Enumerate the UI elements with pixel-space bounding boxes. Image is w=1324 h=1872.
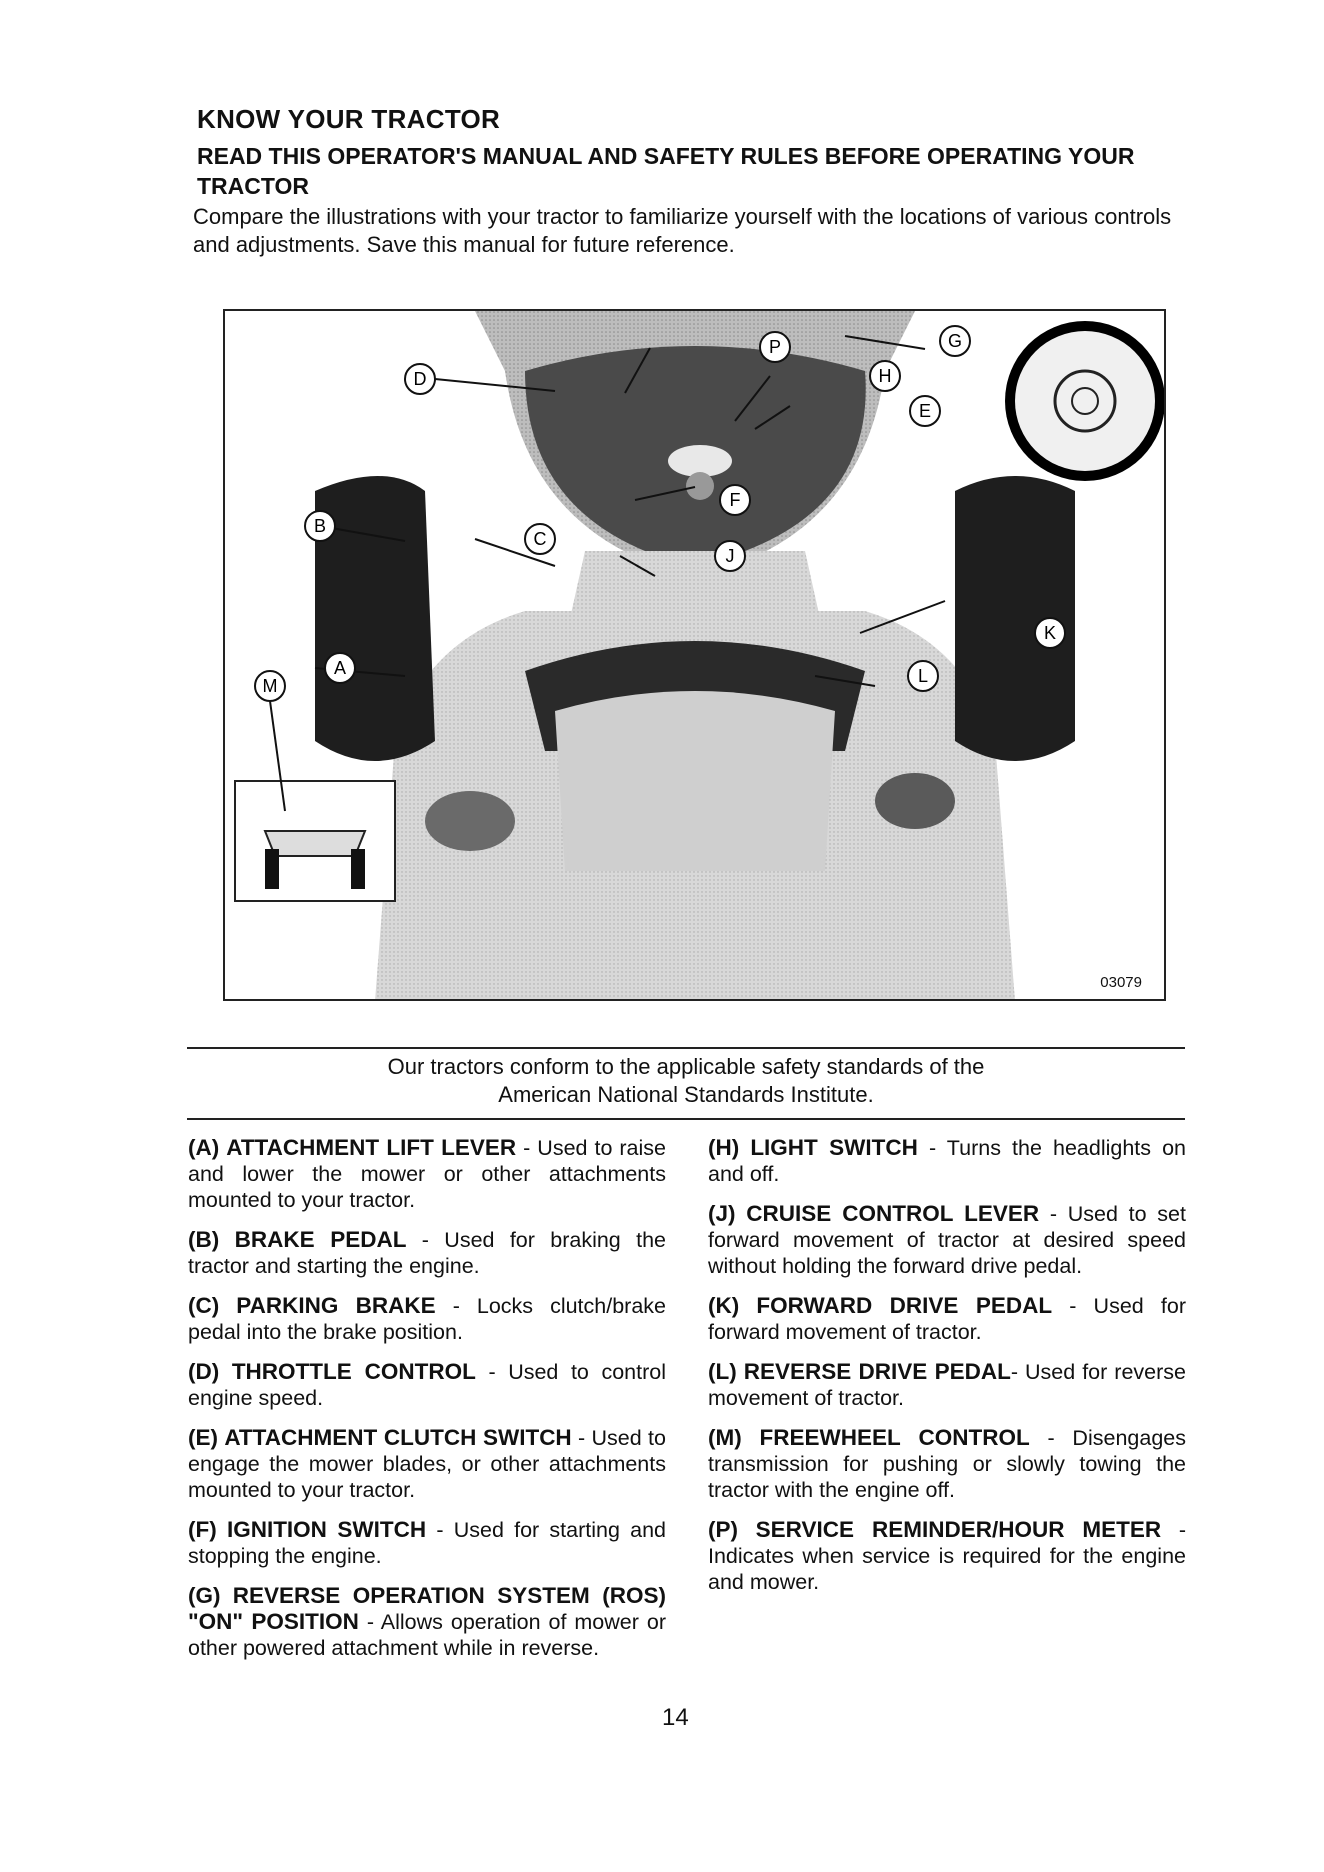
control-term: FORWARD DRIVE PEDAL xyxy=(756,1293,1053,1318)
callout-e: E xyxy=(909,395,941,427)
control-code: (P) xyxy=(708,1517,738,1542)
control-code: (K) xyxy=(708,1293,740,1318)
tractor-controls-illustration: D P G H E F B C J K A L M 03079 xyxy=(223,309,1166,1001)
control-code: (F) xyxy=(188,1517,217,1542)
svg-text:E: E xyxy=(919,401,931,421)
control-term: REVERSE OPERATION SYSTEM (ROS) "ON" POSI… xyxy=(188,1583,666,1634)
svg-text:L: L xyxy=(918,666,928,686)
control-code: (J) xyxy=(708,1201,736,1226)
control-description: (B) BRAKE PEDAL - Used for braking the t… xyxy=(188,1227,666,1279)
control-description: (P) SERVICE REMINDER/HOUR METER - Indica… xyxy=(708,1517,1186,1595)
standards-notice-line1: Our tractors conform to the applicable s… xyxy=(387,1054,985,1079)
callout-h: H xyxy=(869,360,901,392)
controls-list-left: (A) ATTACHMENT LIFT LEVER - Used to rais… xyxy=(188,1135,666,1675)
control-description: (G) REVERSE OPERATION SYSTEM (ROS) "ON" … xyxy=(188,1583,666,1661)
svg-text:A: A xyxy=(334,658,346,678)
callout-k: K xyxy=(1034,617,1066,649)
standards-notice: Our tractors conform to the applicable s… xyxy=(187,1053,1185,1109)
svg-text:F: F xyxy=(730,490,741,510)
control-desc: - Used for braking the tractor and start… xyxy=(188,1228,666,1278)
callout-l: L xyxy=(907,660,939,692)
callout-j: J xyxy=(714,540,746,572)
control-term: CRUISE CONTROL LEVER xyxy=(746,1201,1040,1226)
callout-f: F xyxy=(719,484,751,516)
svg-text:G: G xyxy=(948,331,962,351)
control-desc: - Disengages transmission for pushing or… xyxy=(708,1426,1186,1502)
control-term: BRAKE PEDAL xyxy=(234,1227,407,1252)
control-desc: - Turns the headlights on and off. xyxy=(708,1136,1186,1186)
control-desc: - Used for starting and stopping the eng… xyxy=(188,1518,666,1568)
control-desc: - Used to set forward movement of tracto… xyxy=(708,1202,1186,1278)
control-description: (A) ATTACHMENT LIFT LEVER - Used to rais… xyxy=(188,1135,666,1213)
divider-top xyxy=(187,1047,1185,1049)
control-term: FREEWHEEL CONTROL xyxy=(759,1425,1030,1450)
control-desc: - Used for forward movement of tractor. xyxy=(708,1294,1186,1344)
control-term: LIGHT SWITCH xyxy=(750,1135,918,1160)
control-code: (A) xyxy=(188,1135,220,1160)
control-description: (F) IGNITION SWITCH - Used for starting … xyxy=(188,1517,666,1569)
control-code: (L) xyxy=(708,1359,737,1384)
svg-text:M: M xyxy=(263,676,278,696)
svg-text:C: C xyxy=(534,529,547,549)
control-description: (M) FREEWHEEL CONTROL - Disengages trans… xyxy=(708,1425,1186,1503)
callout-d: D xyxy=(404,363,436,395)
control-desc: - Used for reverse movement of tractor. xyxy=(708,1360,1186,1410)
control-desc: - Used to control engine speed. xyxy=(188,1360,666,1410)
callout-b: B xyxy=(304,510,336,542)
svg-text:B: B xyxy=(314,516,326,536)
page-number: 14 xyxy=(662,1704,689,1731)
callout-g: G xyxy=(939,325,971,357)
control-desc: - Indicates when service is required for… xyxy=(708,1518,1186,1594)
control-code: (M) xyxy=(708,1425,742,1450)
controls-list-right: (H) LIGHT SWITCH - Turns the headlights … xyxy=(708,1135,1186,1609)
control-code: (D) xyxy=(188,1359,220,1384)
control-desc: - Allows operation of mower or other pow… xyxy=(188,1610,666,1660)
control-description: (K) FORWARD DRIVE PEDAL - Used for forwa… xyxy=(708,1293,1186,1345)
control-description: (D) THROTTLE CONTROL - Used to control e… xyxy=(188,1359,666,1411)
callout-p: P xyxy=(759,331,791,363)
callout-a: A xyxy=(324,652,356,684)
intro-paragraph: Compare the illustrations with your trac… xyxy=(193,204,1172,257)
standards-notice-line2: American National Standards Institute. xyxy=(498,1082,874,1107)
callout-m: M xyxy=(254,670,286,702)
control-code: (E) xyxy=(188,1425,218,1450)
control-code: (C) xyxy=(188,1293,220,1318)
control-term: IGNITION SWITCH xyxy=(226,1517,427,1542)
control-term: PARKING BRAKE xyxy=(236,1293,436,1318)
figure-id: 03079 xyxy=(1100,974,1142,991)
control-desc: - Used to raise and lower the mower or o… xyxy=(188,1136,666,1212)
control-term: REVERSE DRIVE PEDAL xyxy=(743,1359,1011,1384)
control-code: (B) xyxy=(188,1227,220,1252)
control-description: (E) ATTACHMENT CLUTCH SWITCH - Used to e… xyxy=(188,1425,666,1503)
control-desc: - Locks clutch/brake pedal into the brak… xyxy=(188,1294,666,1344)
control-term: THROTTLE CONTROL xyxy=(231,1359,476,1384)
callout-c: C xyxy=(524,523,556,555)
svg-text:K: K xyxy=(1044,623,1056,643)
svg-text:D: D xyxy=(414,369,427,389)
svg-text:P: P xyxy=(769,337,781,357)
control-desc: - Used to engage the mower blades, or ot… xyxy=(188,1426,666,1502)
control-term: SERVICE REMINDER/HOUR METER xyxy=(755,1517,1162,1542)
control-description: (L) REVERSE DRIVE PEDAL- Used for revers… xyxy=(708,1359,1186,1411)
section-title: KNOW YOUR TRACTOR xyxy=(197,104,501,134)
svg-text:J: J xyxy=(726,546,735,566)
control-code: (G) xyxy=(188,1583,221,1608)
control-description: (C) PARKING BRAKE - Locks clutch/brake p… xyxy=(188,1293,666,1345)
tractor-drawing: D P G H E F B C J K A L M xyxy=(234,311,1164,999)
control-description: (J) CRUISE CONTROL LEVER - Used to set f… xyxy=(708,1201,1186,1279)
control-code: (H) xyxy=(708,1135,740,1160)
control-term: ATTACHMENT LIFT LEVER xyxy=(226,1135,517,1160)
control-term: ATTACHMENT CLUTCH SWITCH xyxy=(224,1425,572,1450)
svg-text:H: H xyxy=(879,366,892,386)
divider-bottom xyxy=(187,1118,1185,1120)
control-description: (H) LIGHT SWITCH - Turns the headlights … xyxy=(708,1135,1186,1187)
section-subtitle: READ THIS OPERATOR'S MANUAL AND SAFETY R… xyxy=(197,143,1135,199)
